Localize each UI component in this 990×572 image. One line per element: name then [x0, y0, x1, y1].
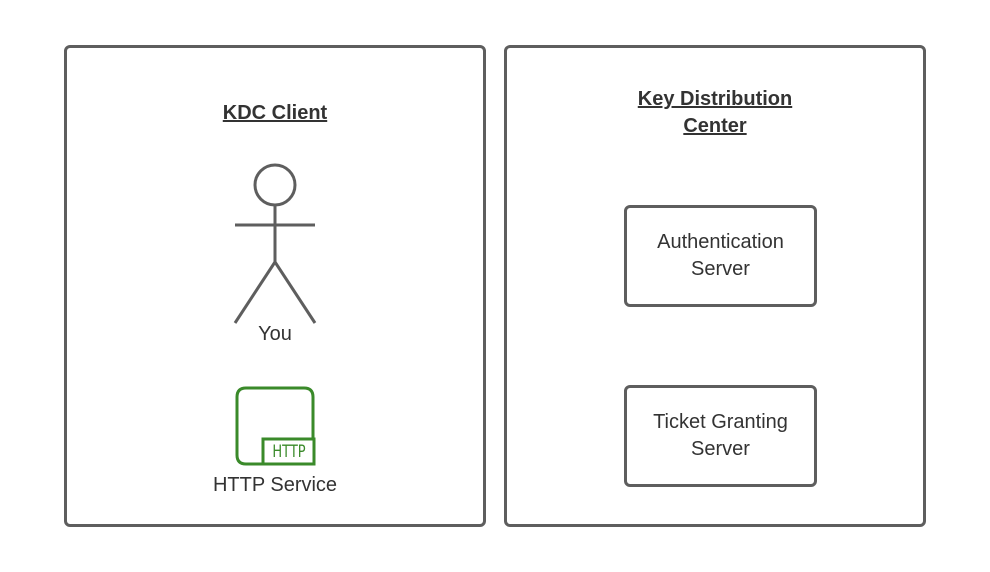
stick-figure-icon	[233, 163, 317, 324]
ticket-granting-server: Ticket Granting Server	[624, 385, 817, 487]
http-service-icon	[235, 386, 316, 466]
http-service-label: HTTP Service	[212, 474, 338, 496]
ticket-granting-server-label: Ticket Granting Server	[653, 411, 788, 460]
kdc-container	[504, 45, 926, 527]
kdc-client-title: KDC Client	[222, 102, 328, 124]
user-label: You	[258, 323, 292, 345]
authentication-server: Authentication Server	[624, 205, 817, 307]
http-badge: HTTP	[272, 442, 306, 462]
authentication-server-label: Authentication Server	[657, 231, 784, 280]
kdc-title: Key Distribution Center	[637, 88, 793, 137]
